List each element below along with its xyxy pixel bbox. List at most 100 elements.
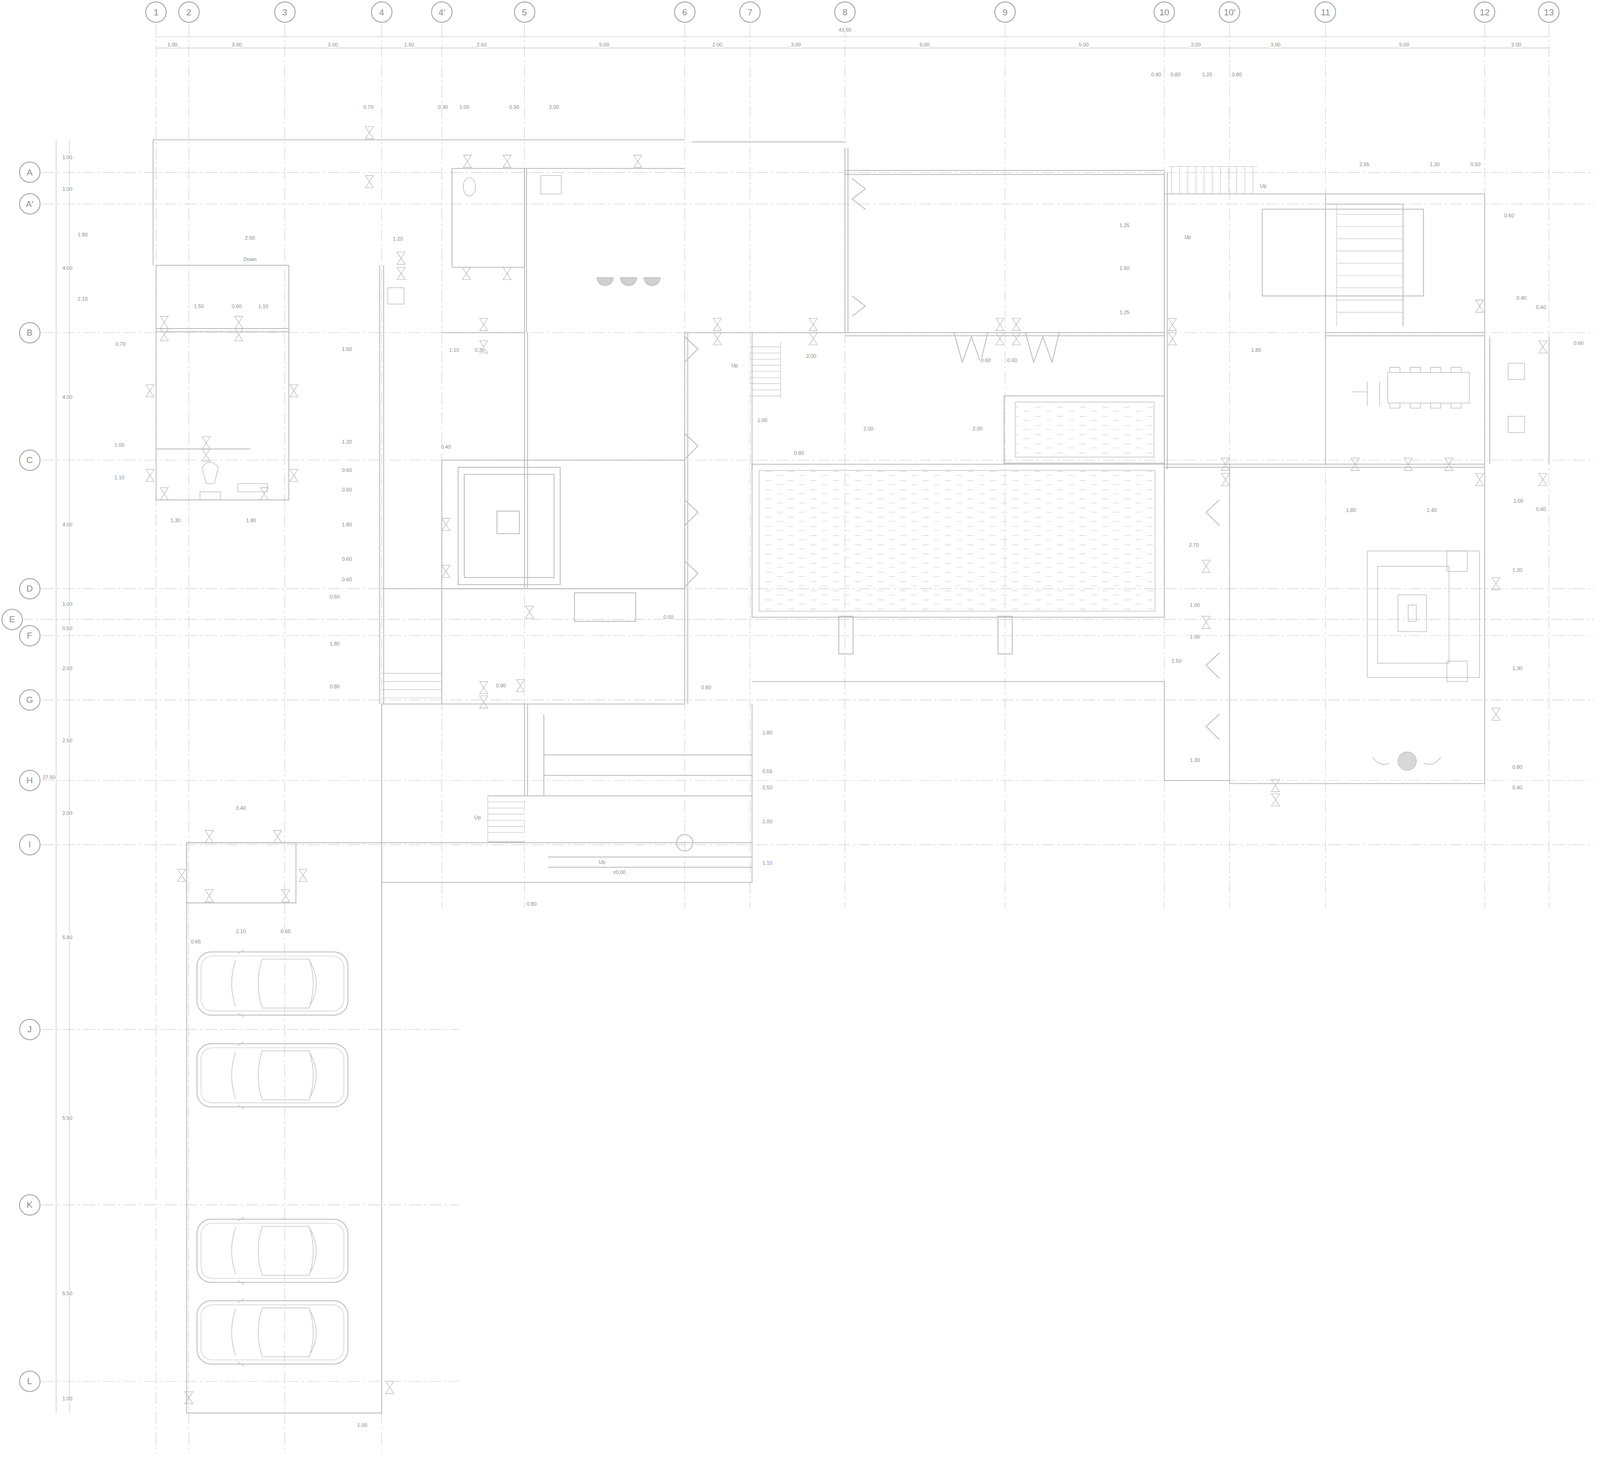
window-mark [160, 328, 169, 341]
wall-lines [1262, 209, 1424, 297]
grid-bubble: 1 [145, 1, 167, 23]
dimension-text: 0.50 [662, 614, 674, 621]
furniture [1397, 594, 1427, 632]
wall-lines [487, 796, 525, 843]
window-mark [479, 318, 488, 331]
dimension-text: 1.10 [762, 860, 773, 866]
wall-lines [751, 681, 1230, 781]
grid-bubble: C [19, 449, 41, 472]
wall-lines [452, 168, 525, 268]
dimension-text: 0.60 [980, 357, 992, 364]
dimension-text: 1.00 [1189, 634, 1201, 640]
furniture [202, 462, 219, 484]
dimension-text: 1.00 [61, 1396, 73, 1402]
grid-bubble: L [19, 1370, 41, 1393]
dimension-text: 0.40 [1150, 71, 1162, 78]
window-mark [1221, 473, 1230, 486]
dimension-text: 3.00 [790, 41, 802, 48]
wall-lines [1164, 194, 1485, 784]
dimension-text: 1.00 [762, 818, 773, 824]
window-mark [516, 679, 525, 692]
grid-label: G [26, 695, 34, 705]
furniture [1397, 752, 1417, 771]
dimension-text: 2.50 [244, 235, 256, 241]
grid-label: 7 [747, 7, 753, 17]
dimension-text: 1.00 [459, 104, 470, 110]
dimension-text: 0.60 [341, 556, 353, 562]
grid-bubble: B [19, 322, 41, 344]
grid-line [1548, 24, 1550, 909]
grid-label: 9 [1002, 7, 1008, 17]
grid-label: I [28, 840, 31, 850]
dimension-text: 1.50 [1171, 658, 1182, 664]
grid-label: 13 [1544, 7, 1554, 17]
wall-lines [1325, 204, 1404, 327]
window-mark [713, 332, 722, 345]
dimension-text: 0.40 [1535, 506, 1546, 513]
dimension-text: 0.40 [440, 444, 452, 450]
furniture [200, 175, 1525, 771]
grid-line [41, 1381, 460, 1383]
dimension-text: 0.60 [341, 486, 353, 493]
window-mark [1475, 300, 1485, 313]
wall-lines [381, 704, 753, 884]
dimension-text: 0.60 [341, 467, 353, 473]
grid-bubble: 9 [994, 1, 1016, 23]
grid-label: E [9, 614, 16, 624]
dimension-text: 0.60 [1572, 339, 1584, 346]
dimension-text: 1.40 [1426, 507, 1438, 514]
window-mark [503, 267, 512, 280]
window-mark [145, 384, 155, 398]
dimension-lines [56, 36, 1550, 1414]
grid-label: F [27, 631, 33, 641]
window-door-marks [145, 126, 1547, 1405]
dimension-lines [56, 139, 70, 1414]
dimension-text: 1.10 [448, 347, 460, 353]
window-mark [160, 316, 169, 329]
window-mark [260, 487, 269, 500]
dimension-text: 4.00 [61, 394, 73, 400]
dimension-text: 5.50 [61, 1115, 73, 1121]
dimension-text: 1.20 [1512, 567, 1523, 574]
wall-lines [676, 834, 693, 851]
dimension-text: 2.10 [77, 296, 88, 302]
grid-bubble: 13 [1538, 1, 1560, 23]
dimension-text: 2.00 [805, 353, 817, 359]
window-mark [1271, 793, 1280, 806]
dimension-text: 1.00 [167, 41, 178, 48]
dimension-text: 1.30 [1189, 757, 1201, 763]
window-mark [160, 487, 169, 500]
stair-treads [381, 166, 1404, 842]
dimension-text: 1.10 [257, 303, 269, 310]
dimension-text: 1.80 [341, 521, 353, 528]
grid-line [41, 1204, 460, 1206]
window-mark [1201, 560, 1211, 573]
wall-lines [186, 843, 297, 904]
dimension-text: 1.50 [193, 303, 205, 310]
dimension-text: 0.55 [762, 768, 773, 775]
window-mark [809, 318, 818, 331]
grid-bubble: E [1, 608, 23, 631]
grid-label: B [26, 328, 33, 338]
dimension-text: 0.40 [1535, 304, 1546, 311]
dimension-text: 1.00 [61, 601, 73, 608]
grid-label: A [26, 168, 33, 177]
dimension-text: 1.80 [1250, 347, 1262, 353]
dimension-text: 2.00 [972, 425, 983, 432]
grid-line [1325, 24, 1326, 909]
grid-label: 10' [1223, 7, 1236, 17]
wall-lines [998, 616, 1013, 655]
grid-line [20, 619, 1594, 620]
window-mark [234, 328, 244, 341]
dimension-text: 2.00 [61, 810, 73, 817]
grid-label: K [26, 1200, 33, 1210]
furniture [540, 175, 562, 194]
window-mark [184, 1391, 194, 1405]
window-mark [1404, 458, 1413, 471]
dimension-text: ±0.00 [612, 869, 627, 876]
parked-cars [196, 1217, 348, 1285]
wall-lines [441, 332, 528, 589]
grid-bubble: 7 [739, 1, 761, 23]
window-mark [463, 155, 472, 168]
dimension-text: Down [243, 256, 257, 263]
